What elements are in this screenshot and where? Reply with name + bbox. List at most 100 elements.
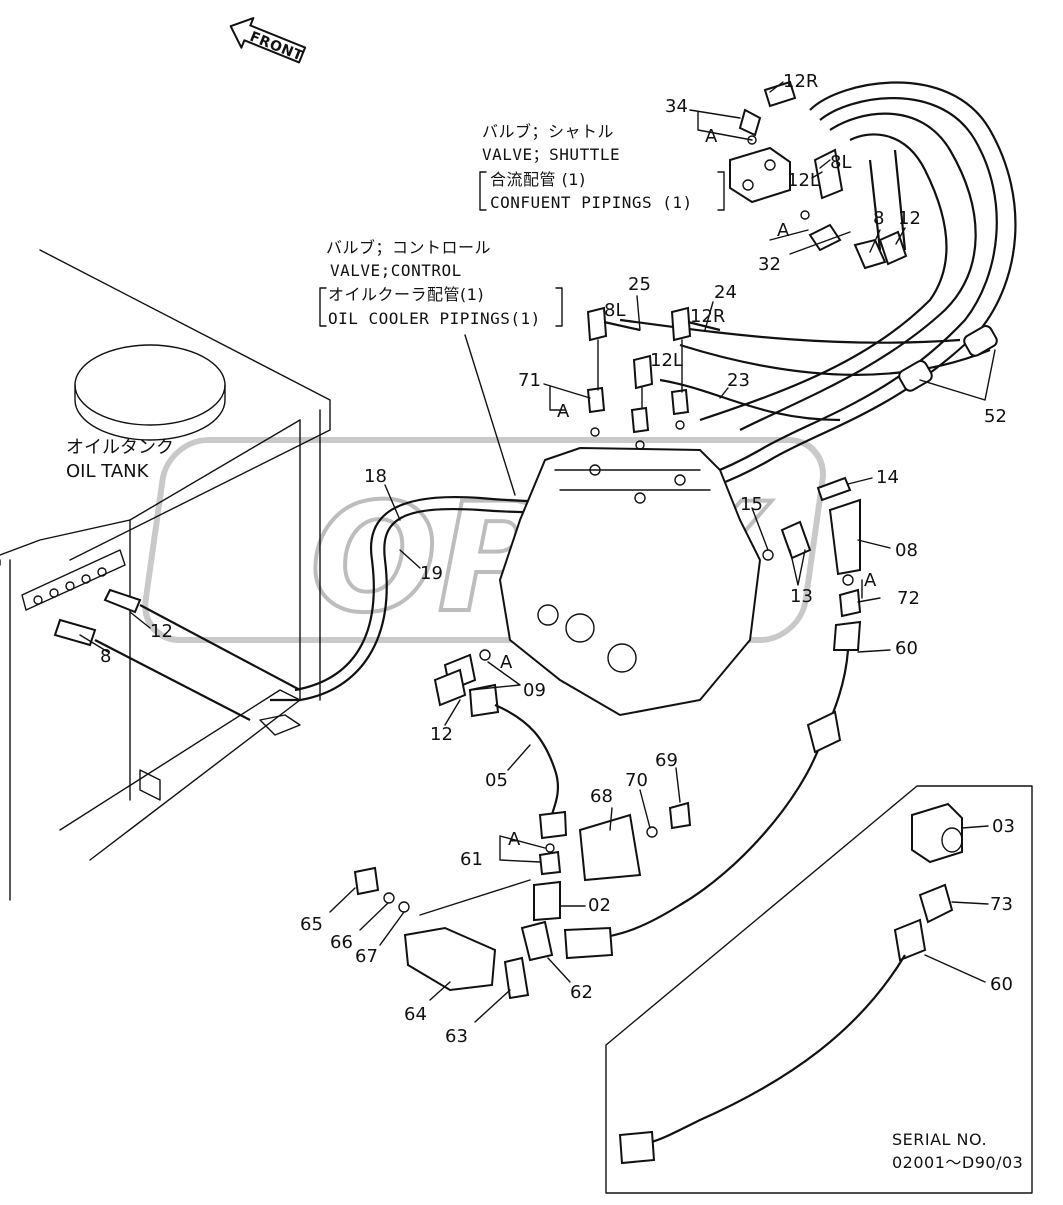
callouts: 34 12R A 8L 12L A 8 12 32 25 24 8L 12R 1…	[100, 71, 1015, 1047]
callout-67: 67	[355, 946, 378, 967]
hose-end-60	[893, 918, 927, 962]
hose-60	[589, 649, 850, 942]
callout-12R-top: 12R	[783, 71, 818, 92]
note-control-sub-en: OIL COOLER PIPINGS(1)	[328, 309, 541, 328]
callout-62: 62	[570, 982, 593, 1003]
callout-A-72: A	[864, 570, 877, 591]
tee-02	[533, 880, 561, 922]
bolt-14	[816, 476, 852, 502]
tank-bracket	[139, 769, 161, 801]
note-shuttle: バルブ；シャトル VALVE；SHUTTLE 合流配管 (1) CONFUENT…	[479, 122, 725, 212]
callout-61: 61	[460, 849, 483, 870]
tank-base-rail	[59, 689, 301, 861]
callout-A-61: A	[508, 829, 521, 850]
callout-73: 73	[990, 894, 1013, 915]
hose-23	[679, 343, 991, 376]
callout-A-09: A	[500, 652, 513, 673]
callout-32: 32	[758, 254, 781, 275]
hose-outer	[270, 81, 1017, 702]
leader-23	[719, 387, 729, 399]
hose-sleeve	[806, 710, 842, 754]
fitting-8L-top	[813, 148, 844, 200]
callout-15: 15	[740, 494, 763, 515]
callout-03: 03	[992, 816, 1015, 837]
leader-lines	[79, 81, 996, 1023]
pipe-8	[94, 639, 251, 721]
leader-25-24	[636, 295, 714, 331]
leader-12-low	[444, 699, 461, 726]
callout-8L-top: 8L	[830, 152, 851, 173]
tank-label-en: OIL TANK	[66, 461, 150, 482]
callout-19: 19	[420, 563, 443, 584]
callout-12R-mid: 12R	[690, 306, 725, 327]
plate-63	[503, 956, 530, 1000]
spool-cap	[537, 604, 559, 626]
callout-25: 25	[628, 274, 651, 295]
elbow-73	[918, 883, 954, 924]
connector-72	[838, 588, 862, 618]
oring	[675, 420, 685, 430]
callout-08: 08	[895, 540, 918, 561]
leader-09	[469, 661, 521, 691]
oil-tank: オイルタンク OIL TANK	[0, 249, 331, 901]
port-hole	[65, 581, 75, 591]
callout-12-top: 12	[898, 208, 921, 229]
serial-inset: SERIAL NO. 02001～D90/03	[605, 785, 1033, 1194]
tank-lip	[0, 419, 301, 556]
right-fittings	[589, 476, 862, 942]
callout-8L-mid: 8L	[604, 300, 625, 321]
oring	[479, 649, 491, 661]
leader-8L-12L	[811, 159, 831, 179]
note-shuttle-en: VALVE；SHUTTLE	[482, 145, 620, 164]
leader-8-12	[869, 227, 906, 253]
elbow-8	[853, 238, 887, 270]
leader-61	[499, 835, 546, 863]
callout-63: 63	[445, 1026, 468, 1047]
callout-71: 71	[518, 370, 541, 391]
note-control-jp: バルブ；コントロール	[326, 238, 491, 257]
tank-cap-side	[74, 384, 226, 441]
front-arrow-icon	[229, 17, 307, 64]
callout-23: 23	[727, 370, 750, 391]
leader-72	[857, 579, 881, 603]
leader-69-70-68	[609, 767, 681, 831]
callout-12-left: 12	[150, 621, 173, 642]
leader-71	[543, 383, 591, 411]
port	[589, 464, 601, 476]
callout-68: 68	[590, 786, 613, 807]
leader-13	[789, 549, 806, 586]
oring	[842, 574, 854, 586]
callout-60-inset: 60	[990, 974, 1013, 995]
callout-65: 65	[300, 914, 323, 935]
leader-12-8-left	[79, 611, 151, 653]
port	[634, 492, 646, 504]
port-hole	[81, 574, 91, 584]
leader-34	[689, 109, 753, 141]
fitting-12L-mid	[632, 354, 654, 390]
port-hole	[49, 588, 59, 598]
hose-60-inset	[647, 954, 906, 1145]
callout-18: 18	[364, 466, 387, 487]
bracket-68	[578, 813, 642, 882]
hose-12L	[659, 378, 841, 422]
bracket-right	[555, 287, 563, 327]
callout-34: 34	[665, 96, 688, 117]
block-03-port	[941, 827, 963, 853]
callout-12L-mid: 12L	[650, 350, 683, 371]
callout-64: 64	[404, 1004, 427, 1025]
hose-loop	[270, 81, 1017, 702]
shuttle-block	[729, 146, 791, 204]
callout-12L-top: 12L	[787, 170, 820, 191]
oring	[590, 427, 600, 437]
connector-71	[630, 406, 650, 434]
leader-19	[399, 549, 421, 569]
leader-18	[384, 484, 401, 521]
oring	[800, 210, 810, 220]
callout-12-low: 12	[430, 724, 453, 745]
valve-body	[498, 446, 762, 717]
leader-12R-top	[769, 81, 784, 93]
port	[764, 159, 776, 171]
bolt-65	[353, 866, 380, 896]
clamp-13	[780, 520, 812, 560]
